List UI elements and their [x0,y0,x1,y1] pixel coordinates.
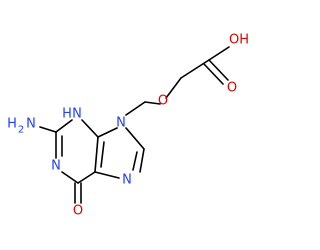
atom-o-ether: O [158,94,168,109]
atom-n1: N [51,159,61,174]
atom-oh: OH [229,33,249,48]
bond-n7-c5 [94,171,120,179]
bond-c4-n3 [81,119,99,138]
atom-n7: N [122,173,132,188]
bond-c4-c5-b [100,141,105,168]
bond-c-oh [208,46,230,61]
atom-o-carbonyl-acid: O [227,81,237,96]
bond-c8-n7-b [132,151,138,171]
atom-labels: OH O O N N H H 2 N N N O [7,33,249,219]
bond-n3-c2 [55,119,73,133]
bond-c-o-double-a [208,59,229,81]
molecule-structure: OH O O N N H H 2 N N N O [7,33,249,219]
bond-n9-c4 [97,127,118,138]
bond-ch2-o-ether [165,77,182,99]
bond-c2-nh2 [39,126,57,133]
atom-n3-h: H [62,107,72,122]
bond-n1-c6 [61,171,79,184]
atom-n3: N [72,107,82,122]
bond-c-o-double-b [203,63,224,85]
atom-nh2-n: N [26,117,36,132]
atom-n9: N [116,116,126,131]
bond-c8-n7-a [139,148,145,173]
molecule-canvas: OH O O N N H H 2 N N N O [7,32,250,219]
bond-c-ch2 [180,59,210,79]
bond-c6-c5 [77,171,96,184]
bond-o-ether-ch2 [144,101,161,105]
bond-c4-c5-a [94,136,99,173]
atom-nh2-subscript: 2 [18,125,24,136]
atom-o6: O [73,204,83,219]
atom-nh2-h: H [7,117,17,132]
bond-ch2-n9 [125,101,146,116]
bonds [39,46,230,204]
bond-n9-c8 [125,127,145,150]
